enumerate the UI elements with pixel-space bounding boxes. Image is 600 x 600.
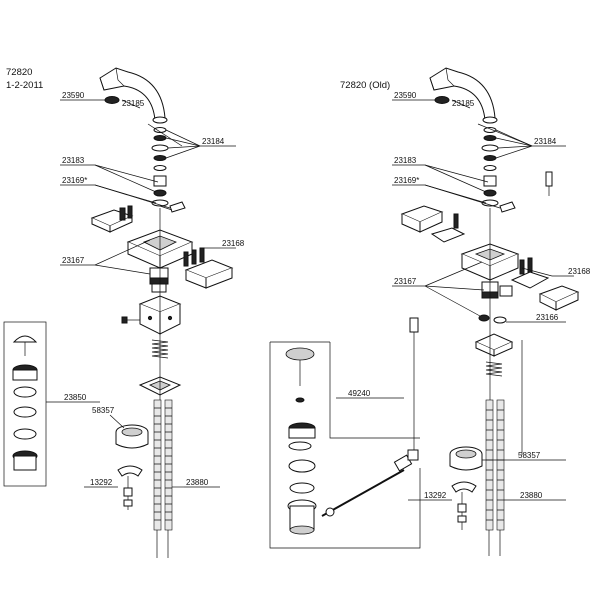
label-23184-old: 23184: [534, 137, 557, 146]
leader-lines-old: [336, 99, 574, 501]
leader-lines-new: [46, 99, 236, 488]
shank-nut-old: [481, 175, 499, 207]
label-23167-old: 23167: [394, 277, 417, 286]
cartridge-part: [149, 267, 169, 293]
label-23168-old: 23168: [568, 267, 591, 276]
label-23169-new: 23169*: [62, 176, 87, 185]
lock-nut-part-old: [449, 446, 483, 471]
seat-part-old: [478, 314, 507, 324]
handle-part-old: [499, 201, 516, 213]
label-23168-new: 23168: [222, 239, 245, 248]
o-ring-stack-old: [481, 127, 499, 171]
aerator-part: [104, 96, 120, 104]
label-23185-new: 23185: [122, 99, 145, 108]
bracket-part-old: [545, 171, 553, 196]
drain-assembly-box: [269, 341, 421, 549]
clip-part-old: [451, 481, 477, 530]
supply-hoses: [153, 399, 173, 558]
model-number-new: 72820: [6, 67, 32, 78]
mounting-block: [121, 295, 182, 335]
label-23167-new: 23167: [62, 256, 85, 265]
label-23184-new: 23184: [202, 137, 225, 146]
mounting-plate-old: [474, 333, 514, 357]
revision-date-new: 1-2-2011: [6, 80, 43, 91]
label-23590-old: 23590: [394, 91, 417, 100]
label-13292-new: 13292: [90, 478, 113, 487]
label-23183-old: 23183: [394, 156, 417, 165]
aerator-part-old: [434, 96, 450, 104]
spring-part-old: [485, 361, 503, 377]
left-valve-assembly: [90, 205, 134, 233]
supply-hoses-old: [485, 399, 505, 556]
label-23590-new: 23590: [62, 91, 85, 100]
clip-part: [117, 465, 143, 510]
right-valve-assembly-old: [510, 257, 580, 311]
model-number-old: 72820 (Old): [340, 80, 390, 91]
extension-rod-old: [407, 317, 419, 461]
label-13292-old: 13292: [424, 491, 447, 500]
spout-part: [99, 67, 168, 124]
label-58357-new: 58357: [92, 406, 115, 415]
handle-part: [159, 201, 186, 213]
spout-part-old: [429, 67, 498, 124]
drain-kit-box: [3, 321, 47, 487]
label-23169-old: 23169*: [394, 176, 419, 185]
right-valve-assembly: [183, 247, 234, 289]
label-23166-old: 23166: [536, 313, 559, 322]
label-49240-old: 49240: [348, 389, 371, 398]
diagram-old: 72820 (Old): [269, 67, 591, 556]
o-ring-stack: [151, 127, 169, 171]
label-58357-old: 58357: [518, 451, 541, 460]
lock-nut-part: [115, 424, 149, 449]
label-23183-new: 23183: [62, 156, 85, 165]
label-23850-new: 23850: [64, 393, 87, 402]
diagram-new: 72820 1-2-2011: [3, 67, 245, 558]
cartridge-part-old: [481, 281, 513, 299]
label-23185-old: 23185: [452, 99, 475, 108]
label-23880-new: 23880: [186, 478, 209, 487]
label-23880-old: 23880: [520, 491, 543, 500]
left-valve-assembly-old: [400, 205, 466, 243]
shank-nut: [151, 175, 169, 207]
